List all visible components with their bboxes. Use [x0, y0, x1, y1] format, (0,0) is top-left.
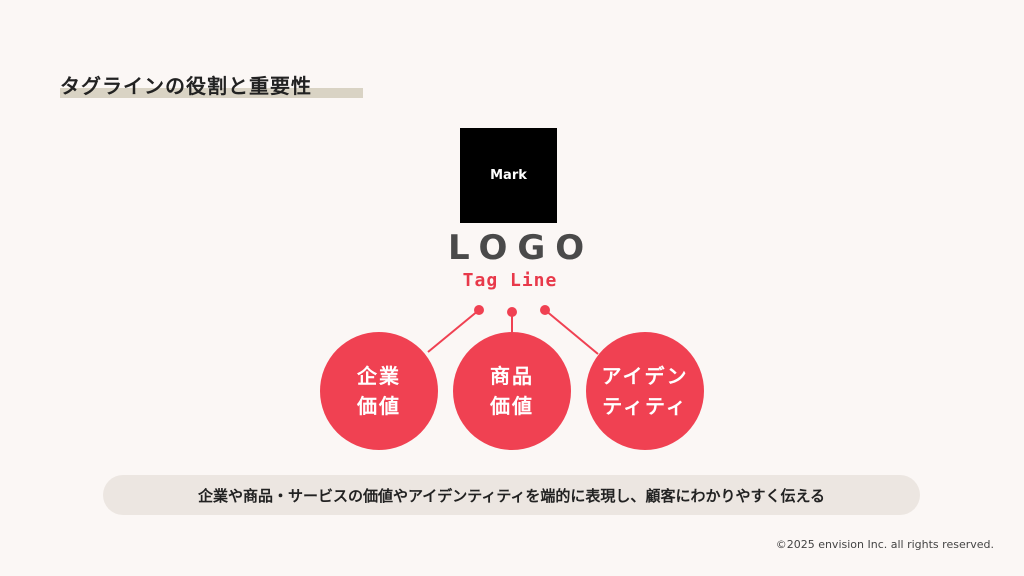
copyright-notice: ©2025 envision Inc. all rights reserved. — [775, 538, 994, 551]
circle-label-line1: 商品 — [490, 364, 534, 388]
heading-underline — [60, 88, 363, 98]
circle-label-line1: アイデン — [601, 364, 689, 388]
connector-dot-center — [507, 307, 517, 317]
page-title: タグラインの役割と重要性 — [60, 74, 312, 98]
mark-label: Mark — [490, 168, 527, 183]
circle-product-value: 商品 価値 — [453, 332, 571, 450]
circle-label-line2: ティティ — [602, 394, 688, 418]
circle-label-line1: 企業 — [357, 364, 401, 388]
tag-line-text: Tag Line — [462, 270, 558, 291]
circle-identity: アイデン ティティ — [586, 332, 704, 450]
circle-label-line2: 価値 — [490, 394, 534, 418]
logo-text: LOGO — [448, 228, 595, 268]
circle-corporate-value: 企業 価値 — [320, 332, 438, 450]
summary-banner: 企業や商品・サービスの価値やアイデンティティを端的に表現し、顧客にわかりやすく伝… — [103, 475, 920, 515]
connector-dot-left — [474, 305, 484, 315]
heading-group: タグラインの役割と重要性 — [60, 70, 363, 99]
connector-line-left — [427, 309, 480, 353]
summary-text: 企業や商品・サービスの価値やアイデンティティを端的に表現し、顧客にわかりやすく伝… — [197, 486, 825, 505]
connector-line-right — [544, 309, 599, 355]
circle-label-line2: 価値 — [357, 394, 401, 418]
connector-dot-right — [540, 305, 550, 315]
logo-mark-placeholder: Mark — [460, 128, 557, 223]
